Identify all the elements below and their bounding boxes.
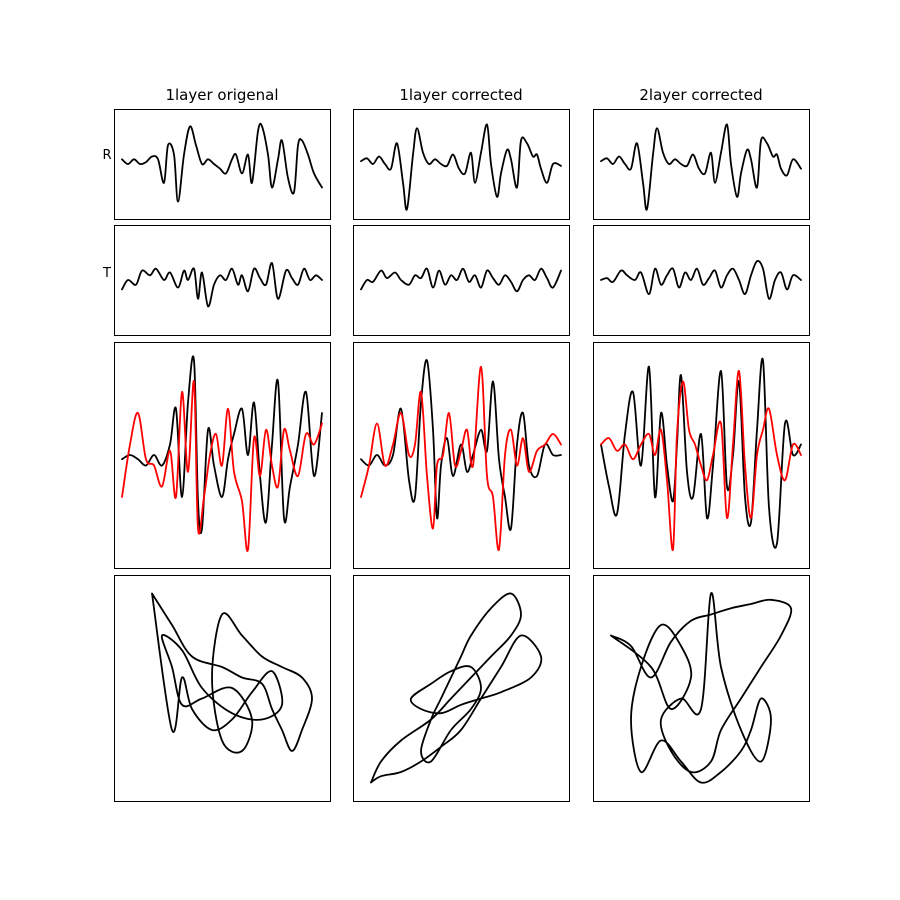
panel-frame-r1-c3 bbox=[593, 109, 810, 220]
series-hodogram-c1 bbox=[151, 592, 313, 754]
column-title-2: 1layer corrected bbox=[399, 86, 522, 104]
panel-frame-r4-c3 bbox=[593, 575, 810, 802]
series-overlay-red-c2 bbox=[360, 365, 562, 551]
series-R-c3 bbox=[600, 123, 802, 211]
series-R-c1 bbox=[121, 122, 323, 203]
panel-frame-r2-c2 bbox=[353, 225, 570, 336]
column-title-3: 2layer corrected bbox=[639, 86, 762, 104]
row-label-T: T bbox=[102, 266, 111, 281]
series-R-c2 bbox=[360, 123, 562, 211]
panel-frame-r2-c1 bbox=[114, 225, 331, 336]
series-overlay-red-c1 bbox=[121, 380, 323, 552]
series-T-c1 bbox=[121, 262, 323, 308]
column-title-1: 1layer origenal bbox=[165, 86, 278, 104]
series-overlay-black-c1 bbox=[121, 355, 323, 535]
series-T-c3 bbox=[600, 260, 802, 300]
series-hodogram-c3 bbox=[610, 592, 793, 784]
panel-frame-r3-c2 bbox=[353, 342, 570, 569]
series-overlay-black-c3 bbox=[600, 357, 802, 549]
series-overlay-red-c3 bbox=[600, 370, 802, 551]
series-hodogram-c2 bbox=[370, 592, 543, 784]
panel-frame-r1-c2 bbox=[353, 109, 570, 220]
series-overlay-black-c2 bbox=[360, 359, 562, 532]
panel-frame-r1-c1 bbox=[114, 109, 331, 220]
series-T-c2 bbox=[360, 267, 562, 293]
row-label-R: R bbox=[102, 148, 111, 163]
